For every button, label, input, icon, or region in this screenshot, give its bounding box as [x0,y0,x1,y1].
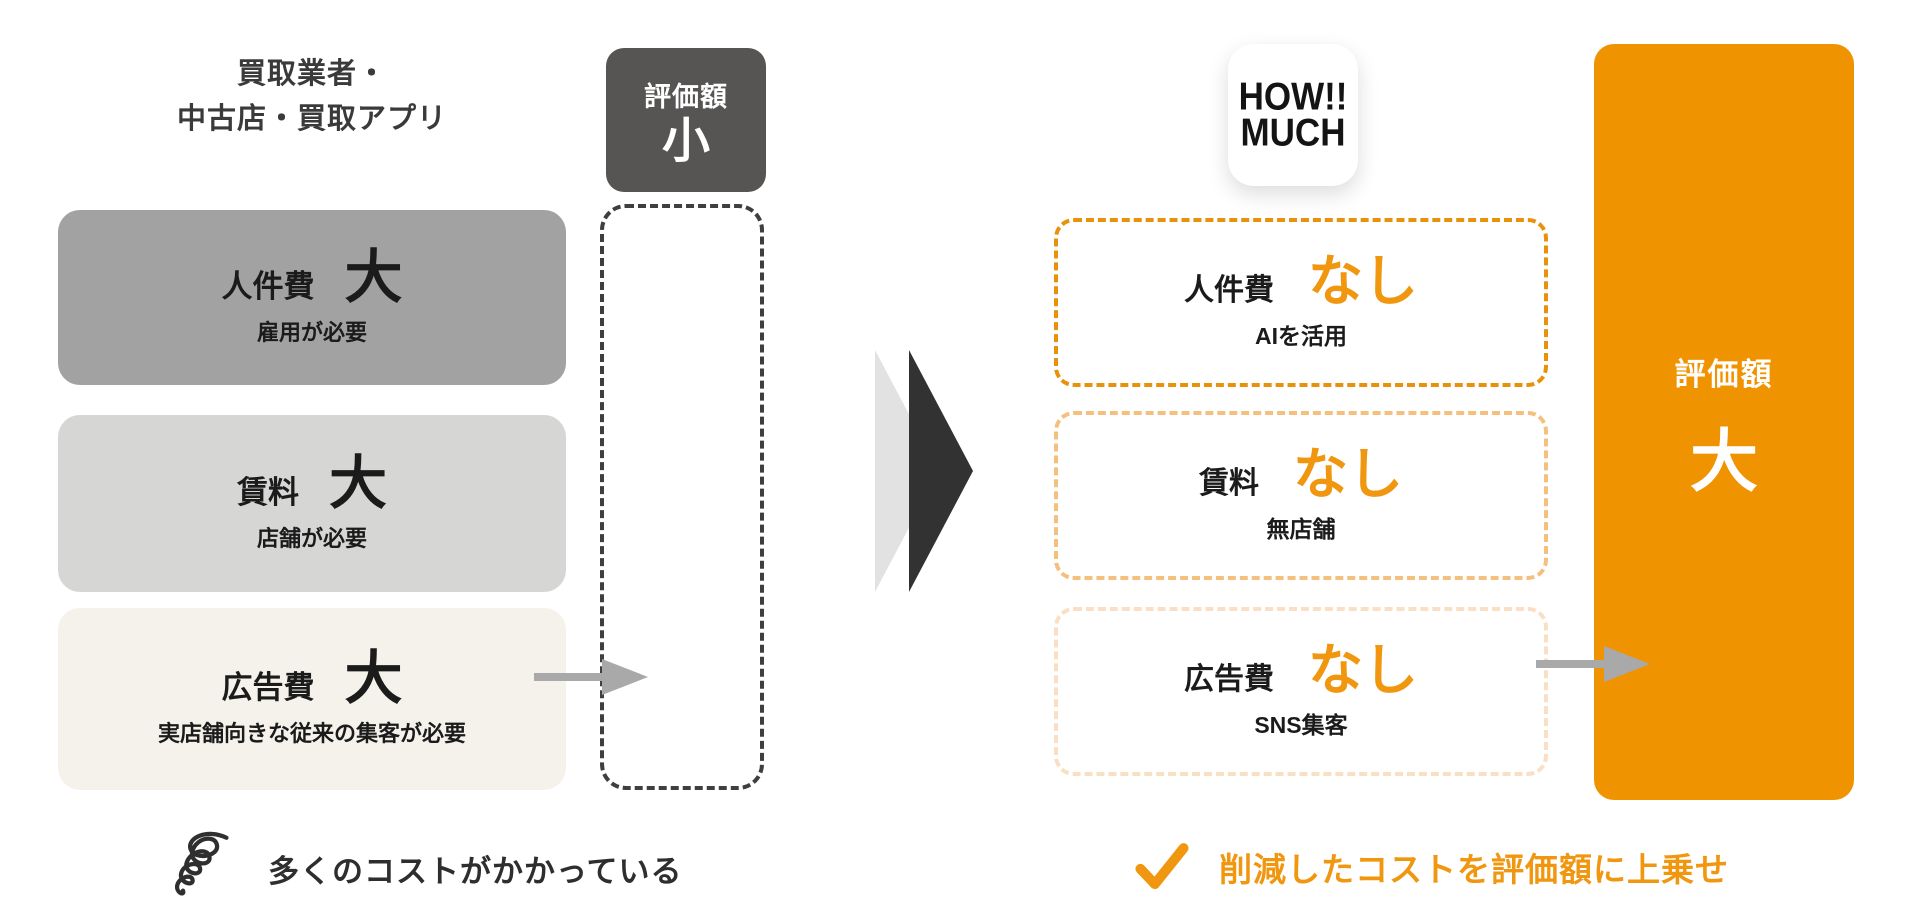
cost-note: 実店舗向きな従来の集客が必要 [157,721,466,746]
cost-name: 賃料 [236,474,299,510]
cost-note: 店舗が必要 [256,525,367,551]
free-box-advertising: 広告費 なし SNS集客 [1054,607,1548,776]
valuation-small-badge: 評価額 小 [606,48,766,192]
cost-name: 人件費 [1183,274,1274,307]
right-footer-text: 削減したコストを評価額に上乗せ [1219,851,1729,888]
cost-box-advertising-main: 広告費 大 [221,650,402,708]
cost-box-rent-main: 賃料 大 [236,450,387,516]
free-box-personnel-main: 人件費 なし [1184,254,1418,309]
cost-box-personnel: 人件費 大 雇用が必要 [58,210,566,385]
cost-box-rent: 賃料 大 店舗が必要 [58,415,566,592]
cost-size: 大 [344,244,403,310]
cost-note: 雇用が必要 [256,319,367,345]
cost-name: 賃料 [1198,467,1259,500]
cost-size: なし [1292,443,1403,505]
left-title-line2: 中古店・買取アプリ [176,102,447,135]
free-box-advertising-main: 広告費 なし [1184,643,1418,698]
cost-note: 無店舗 [1266,516,1336,542]
free-box-rent-main: 賃料 なし [1199,447,1403,502]
cost-size: なし [1307,250,1418,312]
cost-size: 大 [344,646,403,711]
valuation-large-box: 評価額 大 [1594,44,1854,800]
right-footer: 削減したコストを評価額に上乗せ [1135,840,1729,894]
cost-box-advertising: 広告費 大 実店舗向きな従来の集客が必要 [58,608,566,790]
cost-size: なし [1307,639,1418,701]
cost-name: 人件費 [221,268,315,304]
logo-line2: MUCH [1240,110,1346,155]
right-arrow-icon [534,659,648,695]
valuation-small-dashed-box [600,204,764,790]
valuation-small-value: 小 [661,114,710,168]
cost-box-personnel-main: 人件費 大 [221,244,403,310]
cost-note: SNS集客 [1254,712,1348,738]
cost-name: 広告費 [221,670,315,705]
cost-size: 大 [328,450,387,516]
left-footer: 多くのコストがかかっている [166,828,682,908]
swirl-scribble-icon [174,831,229,896]
valuation-large-label: 評価額 [1674,356,1774,392]
checkmark-icon [1135,843,1189,890]
valuation-small-label: 評価額 [644,81,728,112]
free-box-rent: 賃料 なし 無店舗 [1054,411,1548,580]
left-footer-text: 多くのコストがかかっている [268,853,683,889]
how-much-logo: HOW!! MUCH [1228,44,1358,186]
valuation-large-value: 大 [1689,423,1758,500]
logo-line1: HOW!! [1238,74,1348,119]
cost-name: 広告費 [1183,663,1274,696]
left-section-title: 買取業者・ 中古店・買取アプリ [58,52,566,142]
cost-note: AIを活用 [1255,323,1347,349]
double-chevron-right-icon [875,350,973,592]
left-title-line1: 買取業者・ [236,58,387,90]
free-box-personnel: 人件費 なし AIを活用 [1054,218,1548,387]
right-arrow-icon [1536,646,1650,682]
